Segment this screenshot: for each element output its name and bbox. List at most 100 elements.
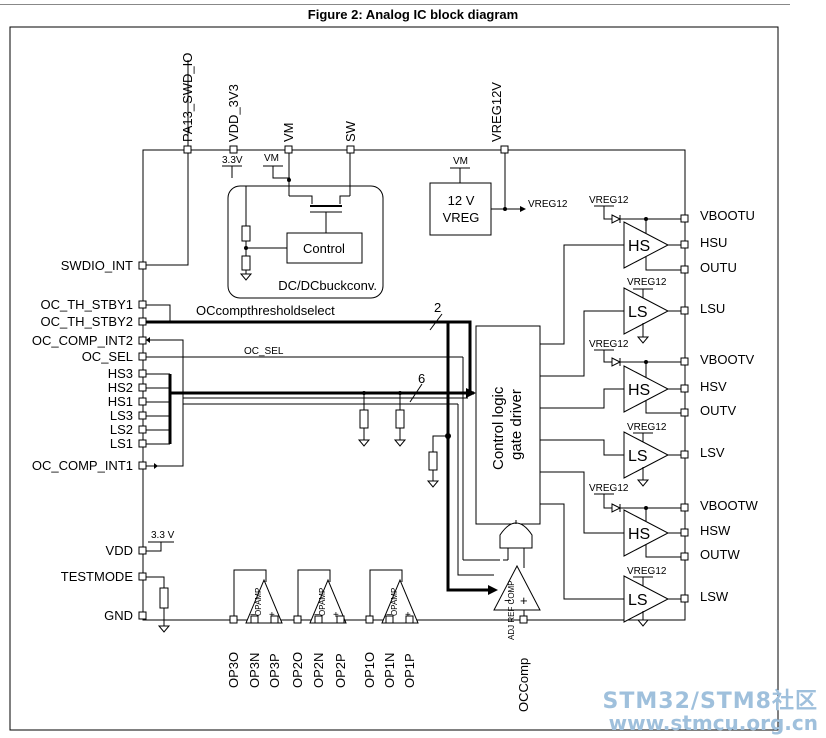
hsu-ref — [645, 256, 684, 271]
vreg-vm-label: VM — [453, 156, 468, 167]
bus6-slash — [409, 383, 423, 403]
opamp-3: OPAMP − + — [233, 569, 283, 624]
vreg-box — [429, 182, 492, 236]
pin-op3n-square — [250, 615, 259, 624]
testmode-wire — [146, 576, 165, 588]
hsu-supply-wire — [603, 206, 612, 220]
dcdc-converter: 3.3V VM Control DC/DCbuckconv. — [222, 153, 384, 299]
pulldown-resistor-2 — [395, 409, 405, 429]
hsv-supply-label: VREG12 — [589, 339, 629, 350]
hsw-ref — [645, 544, 684, 558]
pin-ocsel-label: OC_SEL — [82, 349, 133, 364]
opamp-3-triangle — [245, 578, 283, 624]
pin-op2n-label: OP2N — [311, 653, 326, 688]
pin-outv-square — [680, 408, 689, 417]
vdd-supply-wire — [146, 542, 162, 552]
pin-op2o-square — [293, 615, 302, 624]
left-pins: SWDIO_INT OC_TH_STBY1 OC_TH_STBY2 OC_COM… — [32, 258, 147, 623]
divider-resistor-2 — [241, 255, 251, 271]
left-wiring: 2 OCcompthresholdselect OC_SEL 6 — [146, 300, 500, 633]
hsu-supply-label: VREG12 — [589, 195, 629, 206]
adj-ref-comparator: − + ADJ REF COMP — [493, 564, 541, 640]
lsv-drive — [540, 439, 624, 456]
occomp-label: OCcompthresholdselect — [196, 303, 335, 318]
and-gate — [499, 522, 533, 549]
mosfet-drain — [289, 195, 313, 204]
driver-lsv: VREG12 LS — [540, 422, 684, 487]
lsu-label: LS — [628, 304, 648, 321]
pin-vbootv-square — [680, 357, 689, 366]
pin-op1n-square — [385, 615, 394, 624]
testmode-resistor — [159, 587, 169, 609]
pin-ls2-label: LS2 — [110, 422, 133, 437]
pin-hsu-square — [680, 240, 689, 249]
hsu-label: HS — [628, 238, 650, 255]
pulldown-3-ground — [426, 480, 440, 488]
pin-hs2-square — [138, 383, 147, 392]
dcdc-ground-symbol — [239, 273, 253, 281]
lsw-supply-label: VREG12 — [627, 566, 667, 577]
pin-occomp2-label: OC_COMP_INT2 — [32, 333, 133, 348]
pin-vbootw-square — [680, 503, 689, 512]
pin-ls1-label: LS1 — [110, 436, 133, 451]
pin-sw-label: SW — [343, 120, 358, 142]
pin-ls3-label: LS3 — [110, 408, 133, 423]
pin-op2p-square — [336, 615, 345, 624]
vreg-line1: 12 V — [448, 193, 475, 208]
hsu-diode — [611, 214, 622, 224]
dcdc-vm-wire — [272, 166, 290, 179]
top-pins: PA13_SWD_IO VDD_3V3 VM SW VREG12V — [180, 53, 509, 154]
dcdc-vm-label: VM — [264, 153, 279, 164]
pin-testmode-label: TESTMODE — [61, 569, 134, 584]
figure-title: Figure 2: Analog IC block diagram — [307, 7, 519, 22]
driver-lsu: VREG12 LS — [540, 277, 684, 377]
control-logic-line1: Control logic — [490, 386, 507, 470]
pin-op2n-square — [314, 615, 323, 624]
lsu-drive — [540, 310, 624, 377]
dcdc-control-box — [286, 232, 363, 264]
opamp-2-feedback — [297, 569, 331, 616]
pin-vbootu-square — [680, 214, 689, 223]
pin-hs1-square — [138, 397, 147, 406]
hsu-drive — [540, 244, 624, 345]
watermark-line2: www.stmcu.org.cn — [608, 711, 818, 735]
pulldown-1-ground — [357, 439, 371, 447]
pin-octh2-label: OC_TH_STBY2 — [41, 314, 133, 329]
pin-lsv-label: LSV — [700, 445, 725, 460]
pin-gnd-square — [138, 611, 147, 620]
pin-occomp1-square — [138, 461, 147, 470]
pin-vdd3v3-square — [229, 145, 238, 154]
pin-vdd-label: VDD — [106, 543, 133, 558]
opamp-2: OPAMP − + — [297, 569, 347, 624]
pulldown-2-node — [398, 391, 402, 395]
watermark: STM32/STM8社区 www.stmcu.org.cn — [603, 690, 818, 734]
pin-hsv-square — [680, 384, 689, 393]
pin-outv-label: OUTV — [700, 403, 736, 418]
occomp-bus — [146, 320, 472, 395]
hsw-label: HS — [628, 526, 650, 543]
pin-ocsel-square — [138, 352, 147, 361]
watermark-line1: STM32/STM8社区 — [602, 688, 818, 714]
opamp-3-label: OPAMP — [254, 588, 263, 616]
pin-lsw-square — [680, 594, 689, 603]
pulldown-3-wire — [432, 435, 448, 452]
lsu-ground — [636, 336, 650, 344]
pin-op1o-label: OP1O — [362, 652, 377, 688]
pin-vreg12v-label: VREG12V — [489, 82, 504, 142]
pin-op3n-label: OP3N — [247, 653, 262, 688]
pin-octh1-label: OC_TH_STBY1 — [41, 297, 133, 312]
pin-occomp-label: OCComp — [516, 658, 531, 712]
pin-outu-label: OUTU — [700, 260, 737, 275]
driver-hsu: VREG12 HS — [540, 195, 684, 345]
dcdc-outline — [227, 185, 384, 299]
pwm-bus-arrow — [466, 388, 476, 398]
lsw-label: LS — [628, 592, 648, 609]
figure-frame — [9, 26, 779, 731]
hsv-ref — [645, 400, 684, 414]
bus6-label: 6 — [418, 371, 425, 386]
vreg-block: VM 12 V VREG VREG12 — [429, 153, 568, 236]
bottom-pins: OP3O OP3N OP3P OP2O OP2N OP2P OP1O OP1N … — [226, 615, 531, 712]
comparator-label: ADJ REF COMP — [507, 580, 516, 640]
pin-op1p-square — [405, 615, 414, 624]
pin-op3p-label: OP3P — [267, 653, 282, 688]
